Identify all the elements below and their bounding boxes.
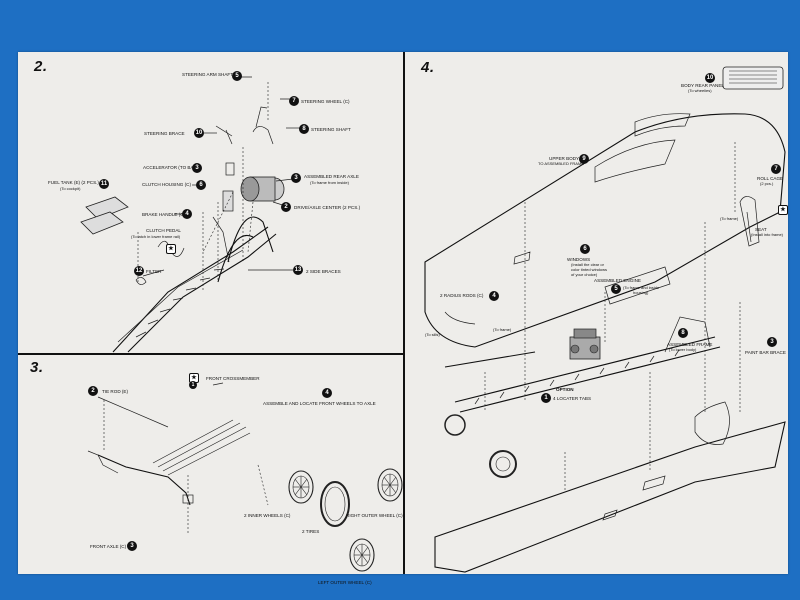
- callout-2: 2: [88, 386, 98, 396]
- callout-9: 9: [579, 154, 589, 164]
- callout-4: 4: [322, 388, 332, 398]
- label-locater-tabs: 4 LOCATER TABS: [553, 396, 592, 401]
- callout-3: 3: [127, 541, 137, 551]
- step-4-panel: 4.: [405, 52, 788, 574]
- step-3-drawing: [87, 382, 403, 572]
- label-tires: 2 TIRES: [302, 529, 320, 534]
- label-windows-note1: (Install the clear or: [571, 262, 604, 267]
- label-brake-handle: BRAKE HANDLE (C): [142, 212, 186, 217]
- label-fuel-tank: FUEL TANK (E) (2 pcs.): [48, 180, 99, 185]
- callout-1: 1: [189, 381, 197, 389]
- callout-6: 6: [580, 244, 590, 254]
- label-inner-wheels: 2 INNER WHEELS (C): [244, 513, 291, 518]
- step-2-title: 2.: [34, 58, 48, 75]
- label-steering-brace: STEERING BRACE: [144, 131, 185, 136]
- callout-1: 1: [541, 393, 551, 403]
- label-steering-wheel: STEERING WHEEL (C): [301, 99, 350, 104]
- label-assemble-front-wheels: ASSEMBLE AND LOCATE FRONT WHEELS TO AXLE: [263, 401, 376, 406]
- label-assembled-frame: ASSEMBLED FRAME: [667, 342, 713, 347]
- callout-4: 4: [489, 291, 499, 301]
- label-roll-cage-note: (2 pcs.): [760, 181, 774, 186]
- label-windows-note3: of your choice): [571, 272, 598, 277]
- label-seat: SEAT: [755, 227, 767, 232]
- callout-12: 12: [134, 266, 144, 276]
- step-2-drawing: [80, 76, 301, 353]
- label-assembled-engine: ASSEMBLED ENGINE: [594, 278, 641, 283]
- label-upper-body-note: TO ASSEMBLED FRAME: [538, 161, 584, 166]
- callout-10: 10: [705, 73, 715, 83]
- step-3-panel: 3.: [18, 355, 403, 585]
- callout-5: 5: [611, 284, 621, 294]
- label-option: OPTION: [556, 387, 574, 392]
- option-star-callout: ★: [166, 244, 176, 254]
- label-left-outer-wheel: LEFT OUTER WHEEL (C): [318, 580, 372, 585]
- callout-3: 3: [767, 337, 777, 347]
- label-drive-axle-center: DRIVE/AXLE CENTER (2 pcs.): [294, 205, 361, 210]
- label-assembled-rear-axle: ASSEMBLED REAR AXLE: [304, 174, 359, 179]
- callout-8: 8: [678, 328, 688, 338]
- label-assembled-rear-axle-note: (To frame from inside): [310, 180, 349, 185]
- label-windows: WINDOWS: [567, 257, 591, 262]
- label-side-braces: 2 SIDE BRACES: [306, 269, 341, 274]
- label-tie-rod: TIE ROD (E): [102, 389, 129, 394]
- step-3-title: 3.: [30, 359, 44, 376]
- callout-3b: 3: [291, 173, 301, 183]
- callout-7: 7: [289, 96, 299, 106]
- callout-10: 10: [194, 128, 204, 138]
- callout-5: 5: [232, 71, 242, 81]
- label-filter: FILTER: [146, 269, 162, 274]
- label-fuel-tank-note: (To cockpit): [60, 186, 81, 191]
- vertical-divider: [403, 52, 405, 574]
- callout-3a: 3: [192, 163, 202, 173]
- callout-4: 4: [182, 209, 192, 219]
- label-upper-body: UPPER BODY: [549, 156, 580, 161]
- label-roll-cage: ROLL CAGE: [757, 176, 784, 181]
- instruction-sheet: 2.: [18, 52, 788, 585]
- label-clutch-housing: CLUTCH HOUSING (C): [142, 182, 191, 187]
- step-4-drawing: [424, 66, 786, 573]
- label-assembled-engine-note1: (To frame and inside: [623, 285, 660, 290]
- label-to-frame-2: (To frame): [493, 327, 512, 332]
- label-assembled-frame-note: (To lower body): [669, 347, 697, 352]
- label-clutch-pedal: CLUTCH PEDAL: [146, 228, 181, 233]
- label-windows-note2: color tinted windows: [571, 267, 608, 272]
- label-to-sills: (To sills): [425, 332, 440, 337]
- callout-13: 13: [293, 265, 303, 275]
- callout-7: 7: [771, 164, 781, 174]
- option-star-callout: ★: [778, 205, 788, 215]
- label-accelerator: ACCELERATOR (To bats): [143, 165, 201, 170]
- label-front-crossmember: FRONT CROSSMEMBER: [206, 376, 260, 381]
- label-steering-arm-shaft: STEERING ARM SHAFT: [182, 72, 234, 77]
- label-body-rear-panel-note: (To wheelies): [688, 88, 712, 93]
- horizontal-divider: [18, 353, 404, 355]
- label-radius-rods: 2 RADIUS RODS (C): [440, 293, 484, 298]
- callout-6: 6: [196, 180, 206, 190]
- step-4-title: 4.: [421, 59, 435, 76]
- callout-8: 8: [299, 124, 309, 134]
- label-to-frame-1: (To frame): [720, 216, 739, 221]
- callout-2: 2: [281, 202, 291, 212]
- step-2-panel: 2.: [18, 52, 403, 353]
- label-front-axle: FRONT AXLE (C): [90, 544, 127, 549]
- label-assembled-engine-note2: housing): [633, 290, 649, 295]
- label-body-rear-panel: BODY REAR PANEL: [681, 83, 724, 88]
- label-seat-note: (Install into frame): [751, 232, 784, 237]
- label-steering-shaft: STEERING SHAFT: [311, 127, 351, 132]
- label-clutch-pedal-note: (To latch in lower frame rail): [131, 234, 181, 239]
- label-paint-bar-brace: PAINT BAR BRACE: [745, 350, 786, 355]
- label-right-outer-wheel: RIGHT OUTER WHEEL (C): [346, 513, 403, 518]
- callout-11: 11: [99, 179, 109, 189]
